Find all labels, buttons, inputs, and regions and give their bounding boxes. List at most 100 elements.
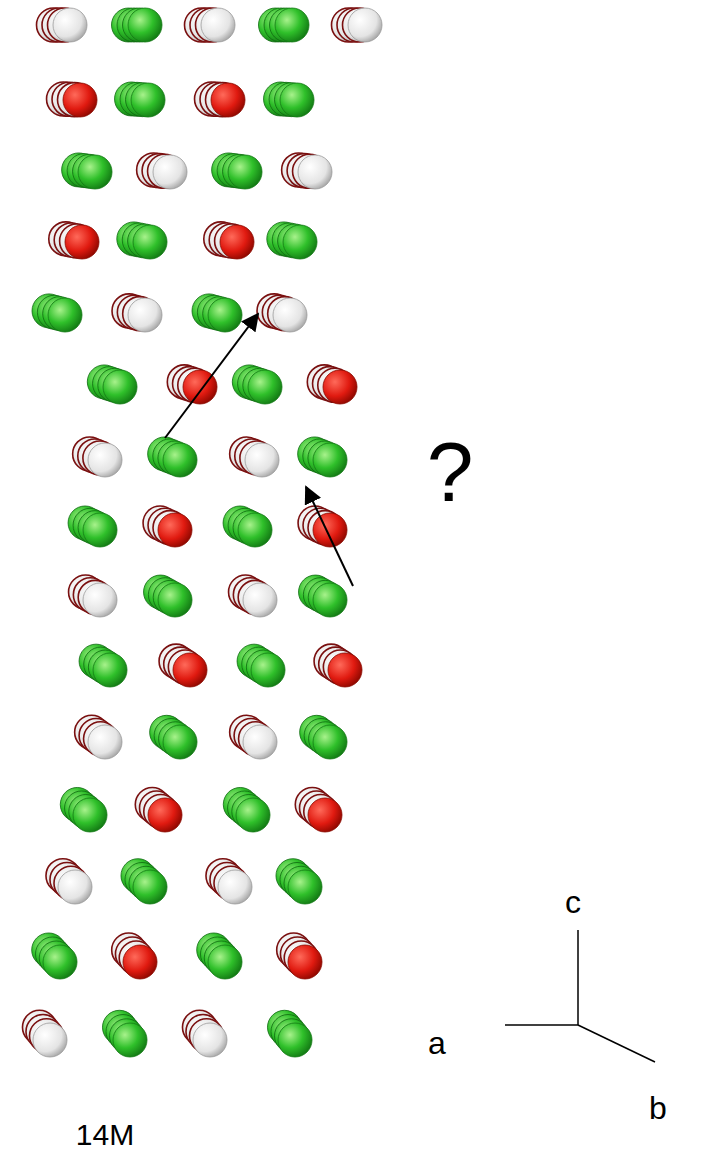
atom-sphere xyxy=(243,725,277,759)
atom-sphere xyxy=(43,945,77,979)
atom xyxy=(143,506,192,547)
atom-sphere xyxy=(313,443,347,477)
atom-sphere xyxy=(53,8,87,42)
atom-sphere xyxy=(148,798,182,832)
atom-sphere xyxy=(211,83,245,117)
atom xyxy=(32,933,77,979)
atom xyxy=(112,8,163,42)
atom-sphere xyxy=(348,8,382,42)
atom xyxy=(148,437,197,477)
atom xyxy=(47,82,97,117)
atom xyxy=(68,506,117,547)
atom-sphere xyxy=(63,83,97,117)
atom xyxy=(87,365,137,404)
atom xyxy=(282,153,332,189)
atom xyxy=(223,506,272,547)
atom xyxy=(69,575,117,617)
atom xyxy=(267,1010,312,1057)
atom-sphere xyxy=(313,583,347,617)
atom xyxy=(314,644,362,687)
atom xyxy=(276,859,322,904)
atom-sphere xyxy=(228,155,262,189)
atom-sphere xyxy=(243,583,277,617)
atom xyxy=(230,437,279,477)
atom-sphere xyxy=(273,298,307,332)
axis-label: c xyxy=(565,886,581,918)
atom xyxy=(49,222,99,259)
atom xyxy=(229,575,277,617)
atom xyxy=(73,437,122,477)
atom-sphere xyxy=(283,225,317,259)
atom-sphere xyxy=(128,8,162,42)
atom xyxy=(257,294,307,332)
atom xyxy=(182,1010,227,1057)
atom xyxy=(277,933,322,979)
atom xyxy=(112,294,162,332)
atom-sphere xyxy=(278,1023,312,1057)
atom-sphere xyxy=(288,945,322,979)
atom-sphere xyxy=(123,945,157,979)
atom xyxy=(300,715,347,759)
atom-sphere xyxy=(93,653,127,687)
atom xyxy=(117,222,167,259)
atom xyxy=(159,644,207,687)
atom xyxy=(60,787,107,832)
atom-sphere xyxy=(193,1023,227,1057)
atom xyxy=(332,8,383,42)
atom-sphere xyxy=(48,298,82,332)
atom-sphere xyxy=(245,443,279,477)
atom-sphere xyxy=(163,443,197,477)
atom xyxy=(307,365,357,404)
atom-sphere xyxy=(308,798,342,832)
atom-sphere xyxy=(128,298,162,332)
atom-sphere xyxy=(251,653,285,687)
axes xyxy=(505,930,655,1062)
atom-sphere xyxy=(208,298,242,332)
atom-sphere xyxy=(323,370,357,404)
atom xyxy=(204,222,254,259)
atom-sphere xyxy=(288,870,322,904)
atom xyxy=(264,82,314,117)
atom xyxy=(237,644,285,687)
atom-sphere xyxy=(158,513,192,547)
atom-sphere xyxy=(236,798,270,832)
atom xyxy=(197,933,242,979)
atom-sphere xyxy=(201,8,235,42)
atom xyxy=(112,933,157,979)
atom-sphere xyxy=(133,225,167,259)
arrows xyxy=(165,314,353,586)
atom-sphere xyxy=(131,83,165,117)
atom xyxy=(79,644,127,687)
atom-sphere xyxy=(220,225,254,259)
atom xyxy=(37,8,88,42)
atom xyxy=(299,575,347,617)
atom-sphere xyxy=(65,225,99,259)
axis-line xyxy=(505,1024,578,1026)
atom xyxy=(223,787,270,832)
atom-sphere xyxy=(88,725,122,759)
atom xyxy=(185,8,236,42)
atom-sphere xyxy=(313,725,347,759)
atom xyxy=(22,1010,67,1057)
atom-sphere xyxy=(83,513,117,547)
atom xyxy=(137,153,187,189)
atom-sphere xyxy=(133,870,167,904)
atom-sphere xyxy=(58,870,92,904)
atom xyxy=(167,365,217,404)
axis-label: a xyxy=(428,1027,446,1059)
atom xyxy=(232,365,282,404)
arrow xyxy=(306,487,353,586)
atom-sphere xyxy=(248,370,282,404)
atom xyxy=(115,82,165,117)
atom xyxy=(212,153,262,189)
axis-line xyxy=(578,1025,655,1062)
atom-sphere xyxy=(163,725,197,759)
atom-sphere xyxy=(328,653,362,687)
atom xyxy=(32,294,82,332)
atom xyxy=(75,715,122,759)
atom-sphere xyxy=(78,155,112,189)
atom-sphere xyxy=(113,1023,147,1057)
atom-sphere xyxy=(103,370,137,404)
atom xyxy=(135,787,182,832)
